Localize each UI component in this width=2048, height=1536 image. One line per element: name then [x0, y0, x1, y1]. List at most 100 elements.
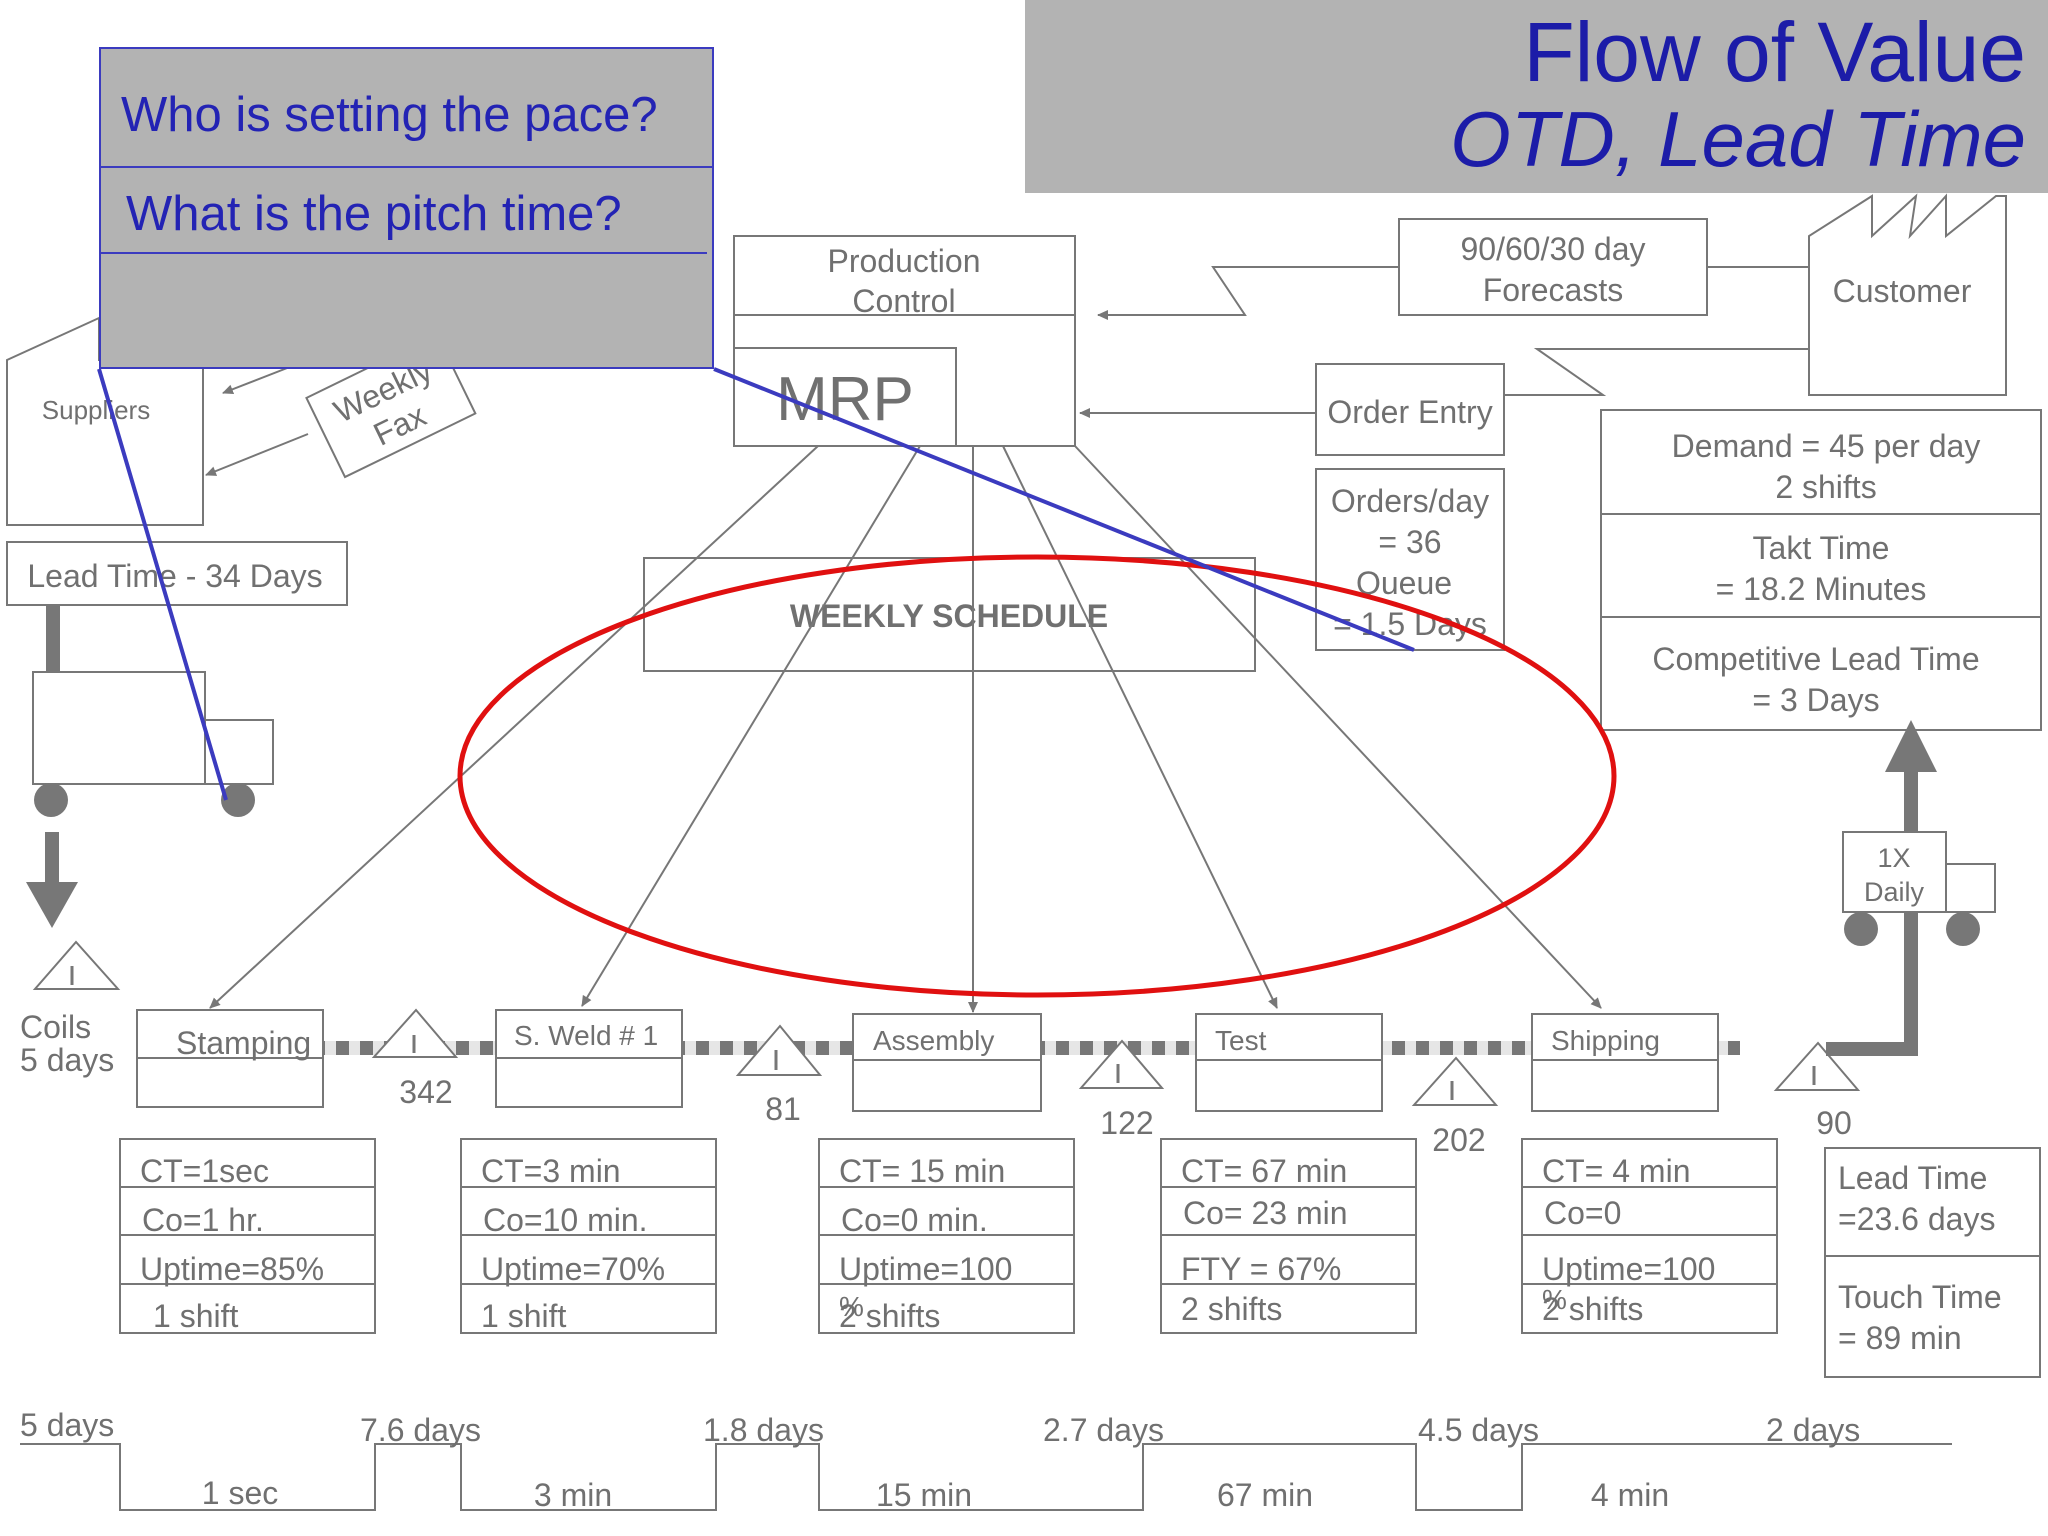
- process-test: Test: [1195, 1013, 1383, 1112]
- cycle-time: CT= 4 min: [1542, 1153, 1690, 1189]
- coils-days: 5 days: [20, 1042, 114, 1078]
- process-name: S. Weld # 1: [514, 1020, 658, 1051]
- coils-inventory-icon: Coils 5 days: [20, 940, 121, 1078]
- inventory-triangle-1: 342: [371, 1008, 459, 1110]
- order-entry-label: Order Entry: [1327, 394, 1492, 430]
- timeline-cycle: 4 min: [1591, 1477, 1669, 1513]
- shifts: 1 shift: [481, 1298, 566, 1334]
- uptime-unit: %: [839, 1291, 864, 1322]
- lead-time-value: =23.6 days: [1838, 1201, 1995, 1237]
- production-control-box: Production Control MRP: [733, 235, 1076, 447]
- shifts: 2 shifts: [1542, 1291, 1643, 1327]
- process-shipping: Shipping: [1531, 1013, 1719, 1112]
- takt-time-value: = 18.2 Minutes: [1716, 571, 1927, 607]
- timeline-wait: 4.5 days: [1418, 1412, 1539, 1448]
- uptime: Uptime=85%: [140, 1251, 324, 1287]
- process-name: Stamping: [176, 1025, 311, 1061]
- timeline-wait: 5 days: [20, 1407, 114, 1443]
- cycle-time: CT= 15 min: [839, 1153, 1005, 1189]
- forecasts-label-2: Forecasts: [1483, 272, 1623, 308]
- touch-time-label: Touch Time: [1838, 1279, 2002, 1315]
- coils-label: Coils: [20, 1009, 91, 1045]
- supplier-lead-time-label: Lead Time - 34 Days: [27, 558, 322, 594]
- shipment-frequency-2: Daily: [1864, 877, 1925, 907]
- data-box-assembly: CT= 15 min Co=0 min. Uptime=100 % 2 shif…: [818, 1138, 1075, 1334]
- timeline-cycle: 1 sec: [202, 1475, 278, 1511]
- shipment-frequency: 1X: [1877, 843, 1910, 873]
- inventory-triangle-2: 81: [735, 1024, 823, 1127]
- inventory-count: 122: [1100, 1105, 1153, 1141]
- takt-time-label: Takt Time: [1753, 530, 1890, 566]
- orders-per-day-value: = 36: [1378, 524, 1441, 560]
- customer-truck-icon: 1X Daily: [1842, 831, 1996, 946]
- competitive-lead-time-value: = 3 Days: [1752, 682, 1879, 718]
- weekly-schedule-label: WEEKLY SCHEDULE: [790, 598, 1108, 634]
- data-box-shipping: CT= 4 min Co=0 Uptime=100 % 2 shifts: [1521, 1138, 1778, 1334]
- demand-label: Demand = 45 per day: [1672, 428, 1981, 464]
- changeover: Co=0 min.: [841, 1202, 988, 1238]
- process-name: Shipping: [1551, 1025, 1660, 1056]
- production-control-label-2: Control: [852, 283, 955, 319]
- question-pitch-time: What is the pitch time?: [126, 187, 622, 241]
- cycle-time: CT= 67 min: [1181, 1153, 1347, 1189]
- changeover: Co=10 min.: [483, 1202, 648, 1238]
- process-stamping: Stamping: [136, 1009, 324, 1108]
- shifts: 2 shifts: [839, 1298, 940, 1334]
- callout-divider: [101, 166, 712, 168]
- inventory-count: 202: [1432, 1122, 1485, 1158]
- callout-pointer-right: [713, 367, 1415, 652]
- supplier-truck-icon: [26, 605, 274, 928]
- first-time-yield: FTY = 67%: [1181, 1251, 1341, 1287]
- title-banner: Flow of Value OTD, Lead Time: [1025, 0, 2048, 193]
- shifts-label: 2 shifts: [1775, 469, 1876, 505]
- touch-time-value: = 89 min: [1838, 1320, 1962, 1356]
- timeline-wait: 1.8 days: [703, 1412, 824, 1448]
- lead-time-summary-box: Lead Time =23.6 days Touch Time = 89 min: [1824, 1147, 2041, 1378]
- lead-time-label: Lead Time: [1838, 1160, 1987, 1196]
- uptime-unit: %: [1542, 1284, 1567, 1315]
- orders-queue-box: Orders/day = 36 Queue = 1.5 Days: [1315, 468, 1505, 651]
- timeline-waits: 5 days 7.6 days 1.8 days 2.7 days 4.5 da…: [20, 1407, 1860, 1448]
- suppliers-icon: Suppliers: [6, 316, 204, 526]
- cycle-time: CT=1sec: [140, 1153, 269, 1189]
- question-pace: Who is setting the pace?: [121, 88, 658, 142]
- callout-divider: [101, 252, 707, 254]
- customer-icon: Customer: [1808, 193, 2007, 396]
- forecast-info-flow: [1097, 266, 1399, 320]
- data-box-test: CT= 67 min Co= 23 min FTY = 67% 2 shifts: [1160, 1138, 1417, 1334]
- competitive-lead-time-label: Competitive Lead Time: [1652, 641, 1979, 677]
- schedule-lines: [209, 445, 1602, 1013]
- inventory-triangle-5: 90: [1773, 1041, 1861, 1141]
- highlight-ellipse: [457, 554, 1617, 998]
- data-box-spot-weld: CT=3 min Co=10 min. Uptime=70% 1 shift: [460, 1138, 717, 1334]
- inventory-count: 81: [765, 1091, 801, 1127]
- forecasts-label: 90/60/30 day: [1460, 231, 1645, 267]
- uptime: Uptime=70%: [481, 1251, 665, 1287]
- timeline-cycle: 67 min: [1217, 1477, 1313, 1513]
- timeline-ladder: [20, 1443, 1952, 1511]
- shifts: 1 shift: [153, 1298, 238, 1334]
- questions-callout: Who is setting the pace? What is the pit…: [99, 47, 714, 369]
- timeline-wait: 2 days: [1766, 1412, 1860, 1448]
- orders-per-day-label: Orders/day: [1331, 483, 1489, 519]
- inventory-count: 90: [1816, 1105, 1852, 1141]
- timeline-cycle: 3 min: [534, 1477, 612, 1513]
- callout-pointer-left: [97, 368, 228, 801]
- changeover: Co= 23 min: [1183, 1195, 1348, 1231]
- timeline-cycles: 1 sec 3 min 15 min 67 min 4 min: [202, 1475, 1669, 1513]
- timeline-wait: 2.7 days: [1043, 1412, 1164, 1448]
- cycle-time: CT=3 min: [481, 1153, 621, 1189]
- suppliers-label: Suppliers: [42, 395, 150, 425]
- changeover: Co=0: [1544, 1195, 1621, 1231]
- queue-label: Queue: [1356, 565, 1452, 601]
- forecasts-box: 90/60/30 day Forecasts: [1398, 218, 1708, 316]
- customer-label: Customer: [1833, 273, 1972, 309]
- supplier-lead-time-box: Lead Time - 34 Days: [6, 541, 348, 606]
- uptime: Uptime=100: [1542, 1251, 1715, 1287]
- weekly-schedule-box: WEEKLY SCHEDULE: [643, 557, 1256, 672]
- production-control-label: Production: [828, 243, 981, 279]
- page-title: Flow of Value: [1523, 5, 2026, 99]
- changeover: Co=1 hr.: [142, 1202, 264, 1238]
- process-name: Test: [1215, 1025, 1267, 1056]
